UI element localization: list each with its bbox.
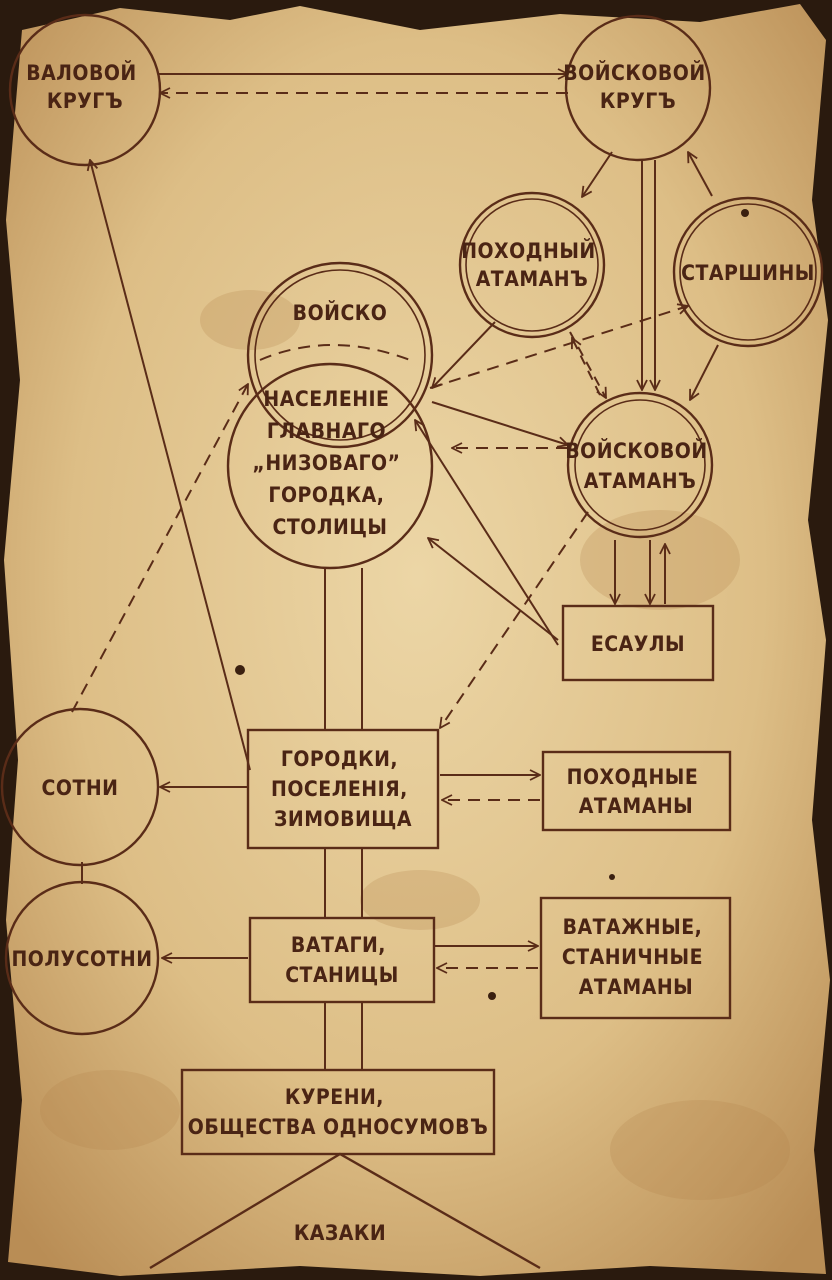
arrow-gorodki-to-valovoy <box>90 160 251 771</box>
node-valovoy-krug-circle <box>8 13 162 167</box>
label-pokhodnye-atamany: ПОХОДНЫЕ АТАМАНЫ <box>567 765 706 818</box>
node-shapes <box>0 13 824 1270</box>
node-labels: ВАЛОВОЙ КРУГЪ ВОЙСКОВОЙ КРУГЪ ПОХОДНЫЙ А… <box>11 60 814 1245</box>
label-gorodki: ГОРОДКИ, ПОСЕЛЕНІЯ, ЗИМОВИЩА <box>271 747 415 831</box>
arrow-naselenie-to-ataman <box>431 401 568 445</box>
node-vatazhnye-box <box>539 896 732 1020</box>
dashed-pokhodny-ataman <box>569 331 606 398</box>
label-esauly: ЕСАУЛЫ <box>591 632 685 656</box>
node-polusotni-circle <box>4 880 160 1036</box>
node-starshiny-circle <box>672 196 824 348</box>
label-pokhodny-ataman: ПОХОДНЫЙ АТАМАНЪ <box>461 238 603 291</box>
arrow-esauly-to-naselenie-2 <box>428 538 559 641</box>
label-vatazhnye-atamany: ВАТАЖНЫЕ, СТАНИЧНЫЕ АТАМАНЫ <box>562 915 710 999</box>
label-valovoy-krug: ВАЛОВОЙ КРУГЪ <box>26 60 144 113</box>
node-pokhodnye-box <box>541 750 732 832</box>
arrow-starshiny-to-krug <box>688 152 713 197</box>
arrow-pokhodny-to-naselenie <box>432 321 496 388</box>
node-voysko-circle <box>246 261 434 449</box>
node-voyskovoy-ataman-circle <box>566 391 714 539</box>
label-voyskovoy-krug: ВОЙСКОВОЙ КРУГЪ <box>563 60 712 113</box>
label-sotni: СОТНИ <box>42 776 119 800</box>
arrow-krug-to-pokhodny <box>582 151 613 197</box>
node-sotni-circle <box>0 707 160 867</box>
arrow-starshiny-to-ataman <box>690 344 719 400</box>
dashed-sotni-to-naselenie <box>71 384 248 713</box>
dashed-ataman-pokhodny <box>572 338 601 396</box>
label-polusotni: ПОЛУСОТНИ <box>11 947 152 971</box>
dashed-ataman-to-gorodki <box>440 511 589 728</box>
label-starshiny: СТАРШИНЫ <box>681 261 815 285</box>
node-pokhodny-ataman-circle <box>458 191 606 339</box>
dashed-naselenie-to-starshiny <box>429 306 688 389</box>
node-gorodki-box <box>246 728 440 850</box>
arrow-esauly-to-naselenie-1 <box>415 420 559 646</box>
label-voyskovoy-ataman: ВОЙСКОВОЙ АТАМАНЪ <box>565 438 714 493</box>
node-naselenie-circle <box>226 362 434 570</box>
label-vatagi: ВАТАГИ, СТАНИЦЫ <box>285 933 399 987</box>
node-voysko-circle-inner <box>254 269 426 441</box>
label-voysko: ВОЙСКО <box>293 300 388 325</box>
label-kazaki: КАЗАКИ <box>294 1221 386 1245</box>
node-pokhodny-ataman-circle-inner <box>465 198 599 332</box>
label-kureni: КУРЕНИ, ОБЩЕСТВА ОДНОСУМОВЪ <box>188 1085 488 1139</box>
node-vatagi-box <box>248 916 436 1004</box>
node-voyskovoy-krug-circle <box>564 14 712 162</box>
node-esauly-box <box>561 604 715 682</box>
ink-spots <box>235 209 749 1000</box>
connectors <box>71 74 719 1070</box>
node-voyskovoy-ataman-circle-inner <box>574 399 706 531</box>
node-kazaki-triangle <box>149 1152 541 1270</box>
label-naselenie: НАСЕЛЕНІЕ ГЛАВНАГО „НИЗОВАГО” ГОРОДКА, С… <box>252 387 407 539</box>
node-starshiny-circle-inner <box>679 203 817 341</box>
